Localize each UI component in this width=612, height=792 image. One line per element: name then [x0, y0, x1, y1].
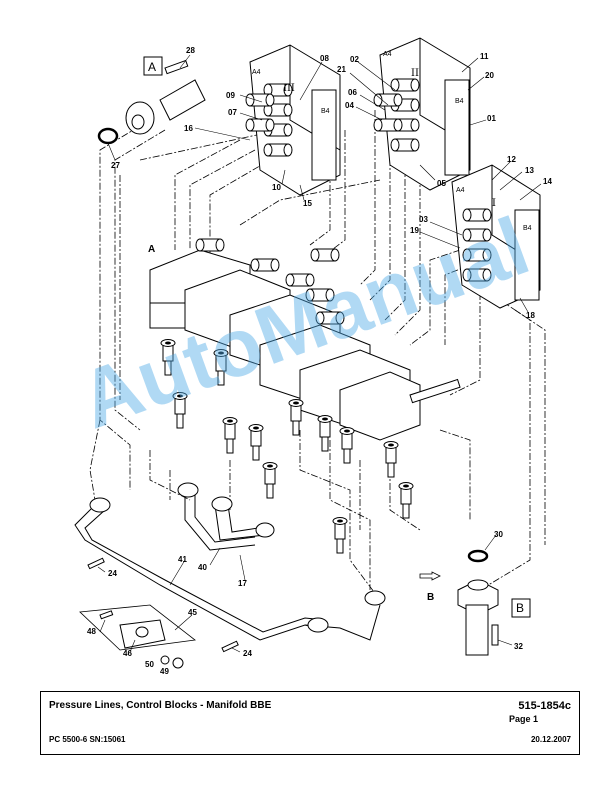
callout-50: 50: [145, 660, 154, 669]
callouts: 28 27 16 09 07 08 10 15 02 21 06 04 11 2…: [87, 46, 552, 676]
manifold-bbe: [149, 249, 461, 441]
callout-27: 27: [111, 161, 120, 170]
callout-24-left: 24: [108, 569, 117, 578]
callout-49: 49: [160, 667, 169, 676]
view-label-box-a: [143, 56, 163, 76]
block-numeral-i: I: [492, 198, 496, 209]
callout-21: 21: [337, 65, 346, 74]
page-number: Page 1: [509, 714, 539, 724]
port-label-b4-ii: B4: [455, 98, 464, 105]
callout-06: 06: [348, 88, 357, 97]
revision-date: 20.12.2007: [530, 735, 571, 744]
flow-label-b: B: [427, 592, 434, 603]
callout-30: 30: [494, 530, 503, 539]
clamp-assembly: [79, 604, 196, 669]
control-block-i: [451, 164, 541, 309]
machine-model: PC 5500-6 SN:15061: [49, 735, 126, 744]
callout-48: 48: [87, 627, 96, 636]
callout-20: 20: [485, 71, 494, 80]
callout-07: 07: [228, 108, 237, 117]
callout-02: 02: [350, 55, 359, 64]
bolts-24: [87, 557, 239, 653]
callout-09: 09: [226, 91, 235, 100]
callout-24-right: 24: [243, 649, 252, 658]
callout-46: 46: [123, 649, 132, 658]
callout-01: 01: [487, 114, 496, 123]
line-flanges: [89, 482, 386, 633]
port-label-a4-iii: A4: [252, 69, 261, 76]
callout-12: 12: [507, 155, 516, 164]
callout-10: 10: [272, 183, 281, 192]
port-label-b4-iii: B4: [321, 108, 330, 115]
view-label-b: B: [516, 601, 524, 615]
callout-41: 41: [178, 555, 187, 564]
callout-17: 17: [238, 579, 247, 588]
hydraulic-lines: [89, 110, 546, 601]
callout-14: 14: [543, 177, 552, 186]
callout-28: 28: [186, 46, 195, 55]
block-numeral-ii: II: [411, 68, 419, 79]
callout-45: 45: [188, 608, 197, 617]
control-block-ii: [373, 37, 471, 191]
port-label-a4-i: A4: [456, 187, 465, 194]
document-number: 515-1854c: [518, 700, 571, 712]
callout-16: 16: [184, 124, 193, 133]
callout-03: 03: [419, 215, 428, 224]
block-numeral-iii: III: [283, 83, 295, 94]
callout-04: 04: [345, 101, 354, 110]
control-block-iii: [245, 44, 341, 196]
callout-08: 08: [320, 54, 329, 63]
callout-32: 32: [514, 642, 523, 651]
port-label-b4-i: B4: [523, 225, 532, 232]
callout-40: 40: [198, 563, 207, 572]
drawing-title: Pressure Lines, Control Blocks - Manifol…: [49, 700, 272, 711]
port-label-a4-ii: A4: [383, 51, 392, 58]
pressure-lines: [74, 490, 381, 641]
callout-18: 18: [526, 311, 535, 320]
callout-05: 05: [437, 179, 446, 188]
view-label-a: A: [148, 60, 156, 74]
flange-a: [97, 56, 206, 145]
leader-lines: [97, 54, 542, 653]
view-label-box-b: [511, 598, 531, 618]
callout-13: 13: [525, 166, 534, 175]
flow-label-a: A: [148, 244, 155, 255]
title-block: Pressure Lines, Control Blocks - Manifol…: [40, 691, 580, 755]
callout-15: 15: [303, 199, 312, 208]
flow-arrow-icon: [419, 571, 441, 581]
flange-b: [457, 549, 531, 656]
callout-11: 11: [480, 52, 489, 61]
callout-19: 19: [410, 226, 419, 235]
